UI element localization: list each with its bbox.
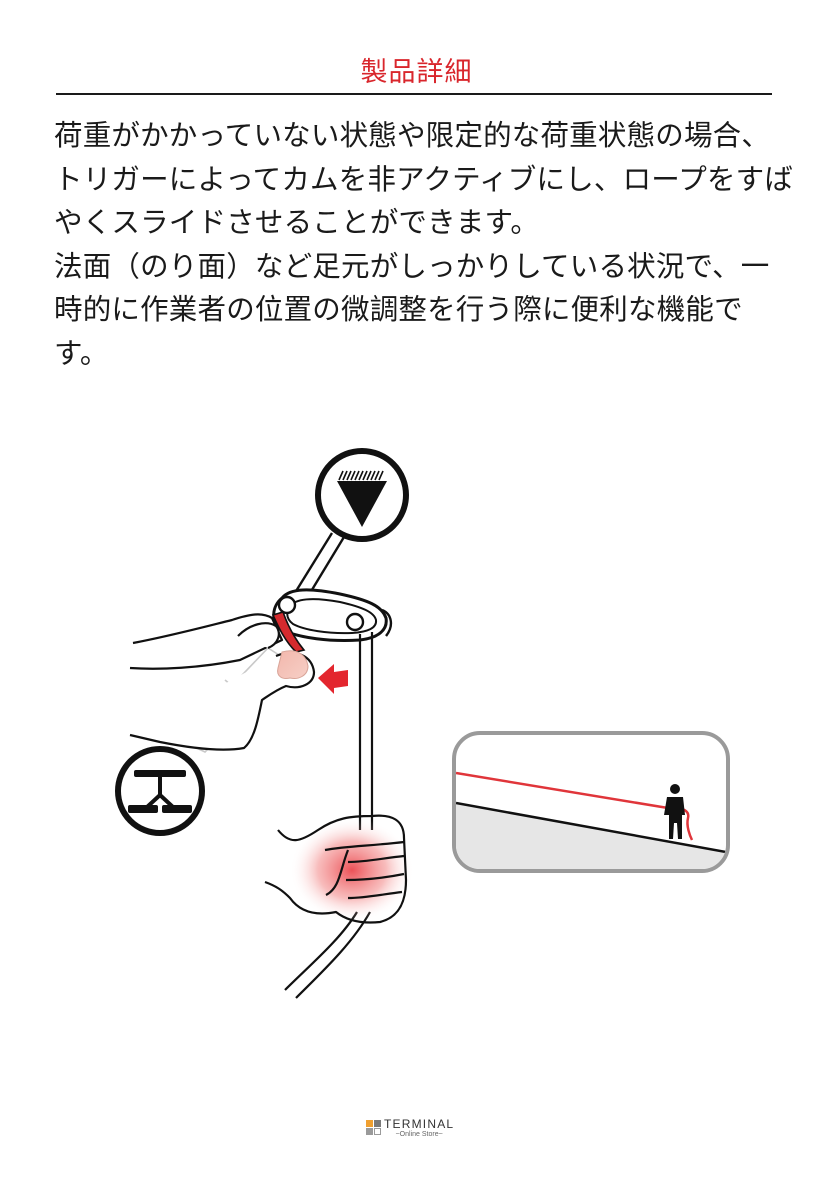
product-description: 荷重がかかっていない状態や限定的な荷重状態の場合、トリガーによってカムを非アクテ… [54, 114, 794, 375]
usage-illustration [0, 440, 833, 1020]
anchor-triangle-icon [315, 448, 409, 542]
harness-icon [115, 746, 205, 836]
title-divider [56, 93, 772, 95]
description-paragraph-1: 荷重がかかっていない状態や限定的な荷重状態の場合、トリガーによってカムを非アクテ… [54, 119, 794, 239]
logo-mark-icon [366, 1120, 381, 1135]
brand-subtitle: ~Online Store~ [395, 1131, 443, 1138]
trigger-arrow-icon [318, 664, 348, 694]
brand-logo[interactable]: TERMINAL ~Online Store~ [366, 1118, 454, 1138]
description-paragraph-2: 法面（のり面）など足元がしっかりしている状況で、一時的に作業者の位置の微調整を行… [54, 249, 770, 370]
section-title: 製品詳細 [360, 57, 473, 88]
slope-scene-inset [452, 731, 730, 873]
rope-descender-device [271, 588, 393, 653]
brand-name: TERMINAL [384, 1117, 455, 1131]
